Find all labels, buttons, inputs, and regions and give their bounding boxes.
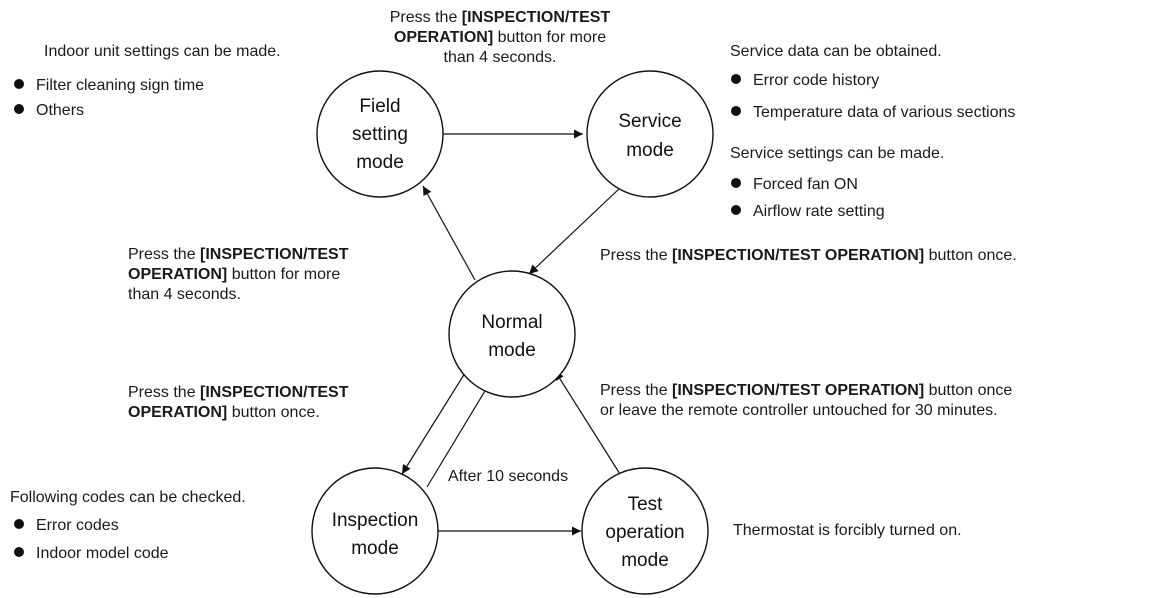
arrow-service-to-normal xyxy=(528,187,621,275)
annotation-after-10-seconds: After 10 seconds xyxy=(448,468,569,485)
node-service-mode: Service mode xyxy=(586,70,714,198)
svg-text:mode: mode xyxy=(626,140,674,161)
node-test-operation-mode: Test operation mode xyxy=(581,467,709,595)
node-field-setting-mode: Field setting mode xyxy=(316,70,444,198)
svg-text:operation: operation xyxy=(605,522,684,543)
svg-text:mode: mode xyxy=(488,340,536,361)
field-info-item: Filter cleaning sign time xyxy=(14,76,204,96)
inspection-info-item: Error codes xyxy=(14,516,119,536)
service-info-item: Airflow rate setting xyxy=(731,202,885,222)
node-inspection-mode: Inspection mode xyxy=(311,467,439,595)
service-info-item: Forced fan ON xyxy=(731,175,858,195)
svg-text:mode: mode xyxy=(351,538,399,559)
arrow-normal-to-inspection xyxy=(401,372,466,475)
annotation-right-lower: Press the [INSPECTION/TEST OPERATION] bu… xyxy=(600,382,1013,419)
annotation-left-upper: Press the [INSPECTION/TEST OPERATION] bu… xyxy=(128,246,349,303)
field-info-heading: Indoor unit settings can be made. xyxy=(44,43,281,60)
svg-text:Normal: Normal xyxy=(481,312,542,333)
arrow-normal-to-field xyxy=(422,185,476,281)
svg-text:Test: Test xyxy=(628,494,664,515)
service-info-heading-settings: Service settings can be made. xyxy=(730,145,945,162)
svg-text:Inspection: Inspection xyxy=(332,510,419,531)
annotation-top-center: Press the [INSPECTION/TEST OPERATION] bu… xyxy=(389,9,611,66)
svg-text:mode: mode xyxy=(356,152,404,173)
field-info-item: Others xyxy=(14,101,84,121)
service-info-heading-data: Service data can be obtained. xyxy=(730,43,942,60)
service-info-item: Temperature data of various sections xyxy=(731,103,1015,123)
inspection-info-item: Indoor model code xyxy=(14,544,169,564)
arrow-inspection-to-normal xyxy=(426,375,495,488)
svg-text:Field: Field xyxy=(359,96,400,117)
service-info-item: Error code history xyxy=(731,71,879,91)
svg-text:setting: setting xyxy=(352,124,408,145)
node-normal-mode: Normal mode xyxy=(448,270,576,398)
inspection-info-heading: Following codes can be checked. xyxy=(10,489,246,506)
annotation-right-upper: Press the [INSPECTION/TEST OPERATION] bu… xyxy=(600,247,1017,264)
test-info: Thermostat is forcibly turned on. xyxy=(733,522,962,539)
svg-text:mode: mode xyxy=(621,550,669,571)
svg-text:Service: Service xyxy=(618,111,681,132)
annotation-left-lower: Press the [INSPECTION/TEST OPERATION] bu… xyxy=(128,384,349,421)
arrow-test-to-normal xyxy=(554,370,626,483)
